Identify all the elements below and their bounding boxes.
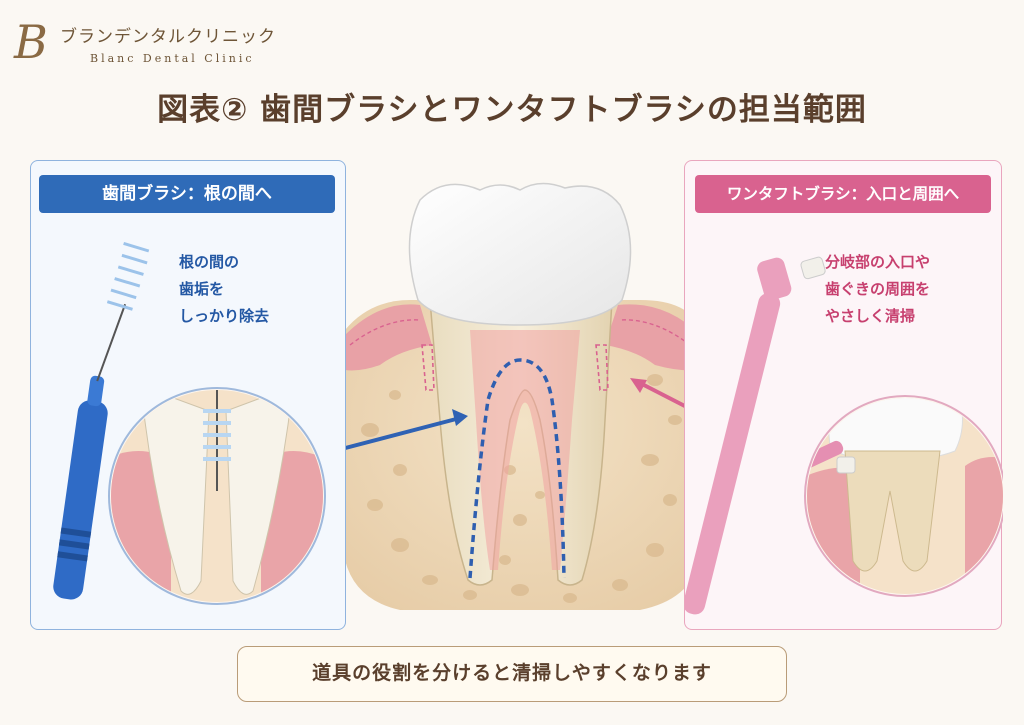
brush-wire (96, 303, 127, 382)
interdental-brush-illustration (53, 241, 326, 605)
brush-bristles (106, 241, 150, 311)
single-tuft-brush-panel: ワンタフトブラシ：入口と周囲へ 分岐部の入口や 歯ぐきの周囲を やさしく清掃 (684, 160, 1003, 630)
brush-handle (53, 400, 108, 600)
single-tuft-brush-header: ワンタフトブラシ：入口と周囲へ (695, 175, 991, 213)
gumline-target-right (595, 344, 609, 391)
clinic-logo: B ブランデンタルクリニック Blanc Dental Clinic (14, 14, 314, 74)
interdental-brush-header: 歯間ブラシ：根の間へ (39, 175, 335, 213)
interdental-brush-panel: 歯間ブラシ：根の間へ 根の (30, 160, 346, 630)
gum-right (605, 304, 700, 371)
brush-tuft (800, 256, 826, 280)
desc-line: 歯ぐきの周囲を (825, 280, 931, 298)
logo-mark: B (14, 15, 48, 69)
pink-arrow-head (630, 378, 647, 393)
gum-left (345, 304, 432, 371)
summary-banner: 道具の役割を分けると清掃しやすくなります (237, 646, 787, 702)
tooth-crown (408, 182, 632, 326)
figure-title: 図表② 歯間ブラシとワンタフトブラシの担当範囲 (157, 92, 867, 128)
blue-arrow (329, 416, 461, 454)
gum-margin-right (619, 319, 691, 346)
clinic-name-jp: ブランデンタルクリニック (60, 27, 276, 47)
interdental-brush-description: 根の間の 歯垢を しっかり除去 (179, 249, 269, 330)
interdental-target-line (468, 358, 566, 579)
desc-line: 分岐部の入口や (825, 253, 931, 271)
pulp-chamber (470, 330, 580, 570)
single-tuft-brush-description: 分岐部の入口や 歯ぐきの周囲を やさしく清掃 (825, 249, 930, 330)
gum-margin-left (349, 319, 421, 346)
single-tuft-brush-illustration (685, 256, 1003, 615)
blue-arrow-head (452, 409, 468, 426)
desc-line: しっかり除去 (179, 307, 270, 325)
gumline-target-left (421, 344, 435, 391)
brush-handle-pink (685, 293, 781, 615)
desc-line: やさしく清掃 (825, 307, 916, 325)
clinic-name-en: Blanc Dental Clinic (90, 52, 255, 65)
desc-line: 歯垢を (179, 280, 225, 298)
desc-line: 根の間の (179, 253, 240, 271)
